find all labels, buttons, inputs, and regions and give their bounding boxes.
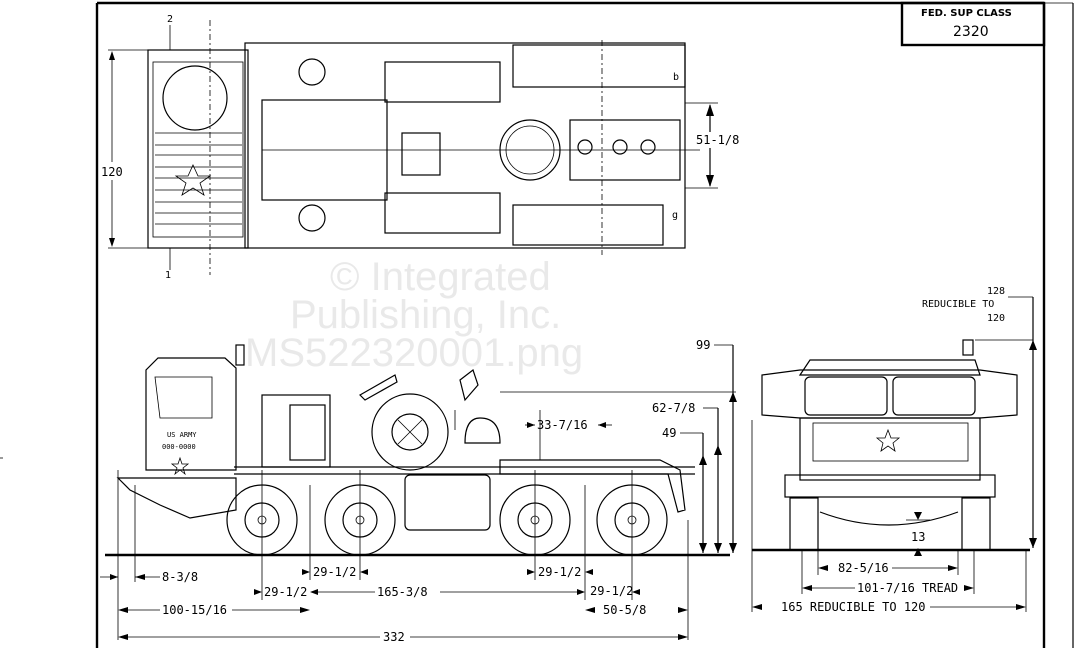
title-block-value: 2320 xyxy=(953,24,989,40)
dim-axle-spacing-4: 29-1/2 xyxy=(590,584,633,598)
watermark-line-2: Publishing, Inc. xyxy=(290,293,561,337)
dim-fifth-wheel-span: 33-7/16 xyxy=(537,418,588,432)
dim-top-width: 120 xyxy=(101,165,123,179)
marker-top: 2 xyxy=(167,14,173,25)
cab-marking-line-2: 000-0000 xyxy=(162,443,196,451)
watermark-line-3: MS522320001.png xyxy=(245,331,583,375)
top-view: 2 1 b g 120 51-1/8 xyxy=(101,14,739,281)
watermark: © Integrated Publishing, Inc. MS52232000… xyxy=(245,255,583,375)
dim-frame-height: 49 xyxy=(662,426,676,440)
star-icon xyxy=(170,456,190,476)
dim-height-overall: 99 xyxy=(696,338,710,352)
dim-fifth-wheel-height: 62-7/8 xyxy=(652,401,695,415)
dim-front-overall-width: 165 REDUCIBLE TO 120 xyxy=(781,600,926,614)
dim-front-height-line-1: 128 xyxy=(987,286,1005,297)
dim-overall-length: 332 xyxy=(383,630,405,644)
dim-fifth-wheel-offset: 51-1/8 xyxy=(696,133,739,147)
star-icon xyxy=(875,428,901,452)
marker-right-top: b xyxy=(673,72,679,83)
side-view: US ARMY 000-0000 99 xyxy=(100,338,737,644)
dim-inner-track: 82-5/16 xyxy=(838,561,889,575)
watermark-line-1: © Integrated xyxy=(330,255,551,299)
marker-bottom: 1 xyxy=(165,270,171,281)
dim-tread: 101-7/16 TREAD xyxy=(857,581,958,595)
star-icon xyxy=(174,164,212,196)
dim-axle-spacing-3: 29-1/2 xyxy=(538,565,581,579)
dim-front-height-line-3: 120 xyxy=(987,313,1005,324)
marker-right-bottom: g xyxy=(672,210,678,221)
dim-ground-clearance: 13 xyxy=(911,530,925,544)
dim-rear-overhang: 50-5/8 xyxy=(603,603,646,617)
dim-front-height-line-2: REDUCIBLE TO xyxy=(922,299,994,310)
dim-axle-spacing-2: 29-1/2 xyxy=(264,585,307,599)
cab-marking-line-1: US ARMY xyxy=(167,431,197,439)
title-block-label: FED. SUP CLASS xyxy=(921,8,1012,19)
dim-axle-spacing-1: 29-1/2 xyxy=(313,565,356,579)
dim-front-to-center: 100-15/16 xyxy=(162,603,227,617)
front-view: 128 REDUCIBLE TO 120 13 82-5/16 101-7/16… xyxy=(751,286,1037,614)
dim-wheelbase-mid: 165-3/8 xyxy=(377,585,428,599)
title-block: FED. SUP CLASS 2320 xyxy=(900,1,1046,47)
dim-front-overhang: 8-3/8 xyxy=(162,570,198,584)
